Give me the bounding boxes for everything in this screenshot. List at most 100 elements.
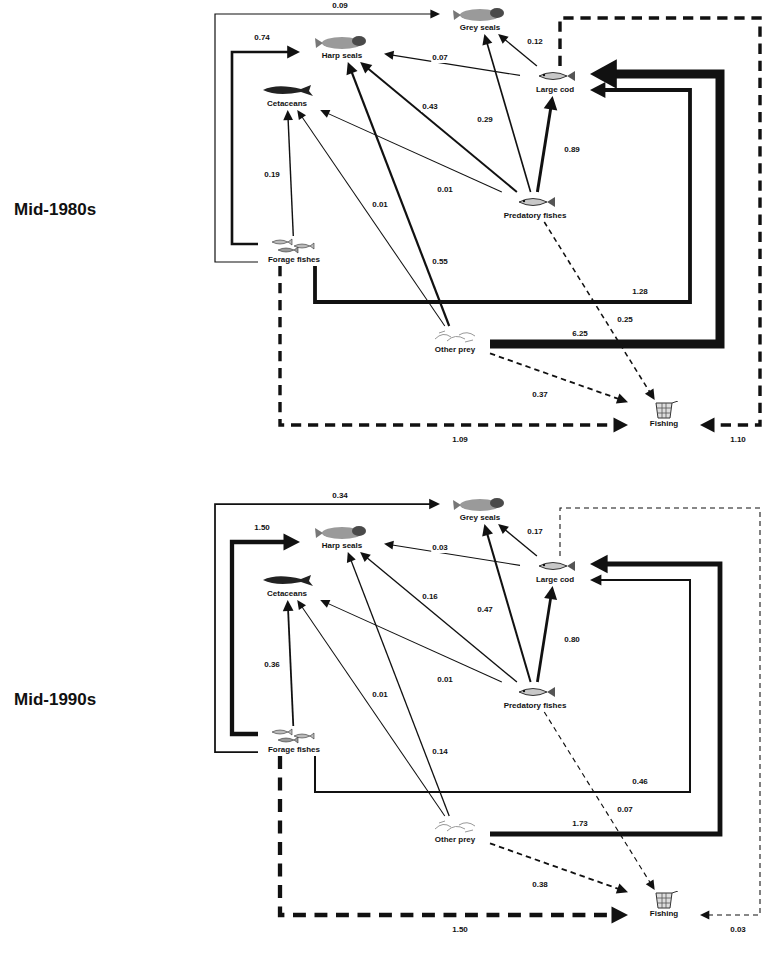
net-icon-part — [656, 403, 672, 418]
species-node: Fishing — [628, 400, 700, 430]
school-icon — [264, 237, 324, 255]
node-label: Forage fishes — [260, 745, 328, 755]
arrowhead — [429, 499, 440, 510]
fish-icon — [525, 557, 585, 575]
flow-value: 0.07 — [431, 53, 449, 63]
arrowhead — [482, 34, 492, 46]
species-node: Predatory fishes — [492, 192, 578, 222]
flow-line — [392, 55, 520, 75]
whale-icon — [257, 81, 317, 99]
species-node: Large cod — [520, 66, 590, 96]
flow-arrow — [360, 552, 517, 682]
flow-arrow — [560, 18, 760, 432]
species-node: Cetaceans — [250, 570, 324, 600]
flow-value: 0.01 — [436, 675, 454, 685]
flow-line — [490, 353, 619, 399]
prey-icon-part — [435, 821, 475, 832]
node-label: Grey seals — [442, 23, 518, 33]
arrowhead — [347, 62, 358, 75]
species-node: Harp seals — [300, 32, 384, 62]
flow-arrow — [490, 59, 720, 344]
species-node: Predatory fishes — [492, 682, 578, 712]
flow-value: 0.37 — [531, 390, 549, 400]
node-label: Other prey — [422, 835, 488, 845]
flow-line — [328, 603, 502, 682]
flow-line — [328, 113, 502, 192]
fish-icon-part — [547, 197, 555, 207]
fish-icon-part — [523, 200, 525, 202]
seal-icon-part — [490, 498, 504, 508]
net-icon-part — [672, 891, 678, 893]
flow-arrow — [537, 586, 557, 682]
school-icon-part — [278, 247, 298, 253]
arrowhead — [384, 51, 394, 60]
fish-icon — [505, 683, 565, 701]
fish-icon-part — [539, 73, 567, 80]
flow-value: 0.19 — [263, 170, 281, 180]
flow-value: 0.14 — [431, 747, 449, 757]
flow-arrow — [482, 524, 530, 682]
flow-line — [544, 712, 650, 883]
arrowhead — [287, 46, 300, 59]
arrowhead — [360, 552, 371, 562]
panel-label: Mid-1990s — [14, 690, 96, 710]
flow-arrow — [490, 353, 628, 403]
arrowhead — [544, 96, 558, 110]
node-label: Harp seals — [302, 541, 382, 551]
net-icon — [634, 891, 694, 909]
arrowhead — [320, 110, 330, 118]
flow-line — [232, 542, 285, 734]
seal-icon — [312, 33, 372, 51]
flow-value: 0.43 — [421, 102, 439, 112]
species-node: Harp seals — [300, 522, 384, 552]
flow-line — [351, 560, 449, 816]
arrowhead — [544, 586, 557, 600]
arrowhead — [612, 906, 629, 923]
flow-arrow — [360, 62, 517, 192]
arrowhead — [700, 911, 709, 920]
whale-icon-part — [263, 85, 313, 96]
flow-value: 1.73 — [571, 819, 589, 829]
arrowhead — [700, 418, 715, 433]
fish-icon-part — [539, 563, 567, 570]
school-icon-part — [278, 737, 298, 743]
flow-arrow — [490, 555, 720, 834]
seal-icon-part — [453, 500, 461, 510]
flow-arrow — [315, 574, 690, 792]
flow-value: 0.80 — [563, 635, 581, 645]
flow-arrow — [297, 110, 445, 326]
node-label: Fishing — [630, 909, 698, 919]
flow-arrow — [537, 96, 557, 192]
arrowhead — [616, 394, 628, 404]
flow-value: 0.03 — [729, 925, 747, 935]
flow-value: 6.25 — [571, 329, 589, 339]
arrowhead — [590, 59, 617, 88]
flow-value: 0.74 — [253, 33, 271, 43]
net-icon-part — [657, 403, 671, 418]
species-node: Other prey — [420, 816, 490, 846]
prey-icon — [425, 817, 485, 835]
whale-icon-part — [263, 575, 313, 586]
node-label: Large cod — [522, 85, 588, 95]
arrowhead — [616, 884, 628, 894]
arrowhead — [360, 62, 372, 74]
arrowhead — [646, 880, 655, 891]
flow-value: 0.09 — [331, 1, 349, 11]
net-icon-part — [672, 401, 678, 403]
flow-line — [288, 610, 293, 726]
arrowhead — [347, 552, 356, 563]
species-node: Other prey — [420, 326, 490, 356]
flow-line — [288, 119, 293, 236]
flow-value: 0.01 — [371, 690, 389, 700]
flow-arrow — [215, 9, 440, 262]
arrowhead — [498, 34, 509, 44]
flow-arrow — [490, 843, 628, 893]
flow-line — [367, 558, 517, 682]
seal-icon-part — [352, 36, 366, 46]
seal-icon-part — [315, 528, 323, 538]
node-label: Large cod — [522, 575, 588, 585]
arrowhead — [430, 9, 440, 18]
flow-arrow — [232, 46, 300, 244]
flow-arrow — [384, 541, 520, 566]
flow-line — [537, 598, 550, 682]
